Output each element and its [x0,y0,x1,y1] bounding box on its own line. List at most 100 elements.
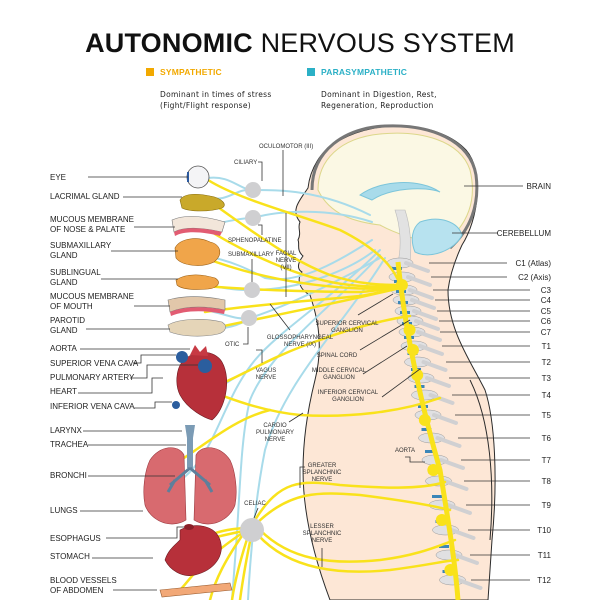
right-label-vertebra-t4: T4 [452,391,552,400]
right-label-vertebra-c7: C7 [440,328,552,337]
organ-label-text-line: LACRIMAL GLAND [50,192,120,201]
nerve-label-text-line: NERVE [265,437,286,443]
right-label-brain: BRAIN [464,182,551,191]
organ-label-text-line: GLAND [50,278,78,287]
leader-line [256,349,263,363]
right-label-vertebra-t12: T12 [471,576,552,585]
right-label-vertebra-c2: C2 (Axis) [431,273,551,282]
organ-label-text: BRONCHI [50,471,87,480]
chain-ganglion [427,464,440,476]
organ-label-text-line: STOMACH [50,552,90,561]
right-label-vertebra-c4: C4 [435,296,552,305]
eye-organ [186,165,210,189]
leader-line [269,303,291,331]
right-label-vertebra-t11: T11 [470,551,552,560]
spinous-process [435,436,462,448]
leader-line [134,401,172,409]
spinous-process [425,376,451,388]
organ-label-text-line: LARYNX [50,426,83,435]
leader-line [130,364,198,379]
nerve-label-text-line: NERVE (IX) [284,342,316,348]
right-label-vertebra-t3: T3 [449,374,552,383]
organ-label-text-line: SUBMAXILLARY [50,241,112,250]
organ-label-text-line: OF MOUTH [50,302,93,311]
spinous-process [421,360,448,372]
organ-label-text: ESOPHAGUS [50,534,101,543]
leader-line [253,507,259,519]
right-label-vertebra-c5: C5 [437,307,552,316]
legend-sympathetic-name: SYMPATHETIC [160,67,222,77]
chain-ganglion [418,414,431,426]
chain-ganglion [444,564,457,576]
organ-label-lacrimal: LACRIMAL GLAND [50,192,182,201]
right-label-vertebra-t8: T8 [464,477,552,486]
title-light: NERVOUS SYSTEM [260,28,515,58]
nerve-label-aorta: AORTA [395,448,425,463]
right-label-text: T6 [542,434,552,443]
organ-label-text: TRACHEA [50,440,89,449]
organ-label-text-line: EYE [50,173,66,182]
nerve-label-text-line: SPINAL CORD [317,353,358,359]
organ-label-text-line: OF NOSE & PALATE [50,225,125,234]
nerve-label-oculomotor: OCULOMOTOR (III) [259,144,313,196]
leader-line [133,354,176,364]
heart-organ [172,345,228,421]
right-label-text: T11 [538,551,552,560]
organ-label-stomach: STOMACH [50,552,153,561]
organ-label-bronchi: BRONCHI [50,471,175,480]
organ-label-pa: PULMONARY ARTERY [50,364,198,382]
ganglion-celiac [240,518,264,542]
spinous-process [416,330,442,342]
right-label-text: T9 [542,501,552,510]
right-label-vertebra-t10: T10 [468,526,552,535]
spinous-process [412,309,438,321]
organ-label-text-line: GLAND [50,251,78,260]
legend-parasympathetic-name: PARASYMPATHETIC [321,67,408,77]
intervertebral-disc [432,495,442,498]
nerve-label-sphenopalatine: SPHENOPALATINE [228,224,281,244]
nerve-label-text: SUBMAXILLARY [228,252,274,258]
abdominal-vessel-organ [159,582,233,598]
organ-label-larynx: LARYNX [50,426,182,435]
organ-label-trachea: TRACHEA [50,440,186,449]
right-label-text: T8 [542,477,552,486]
nerve-label-text-line: NERVE [256,375,277,381]
ganglion-sphenopalatine [245,210,261,226]
chain-ganglion [403,324,416,336]
spinous-process [439,458,465,470]
right-label-vertebra-c6: C6 [439,317,552,326]
organ-label-text: LUNGS [50,506,78,515]
spinous-process [404,261,430,273]
right-label-text: C6 [541,317,552,326]
right-label-vertebra-t7: T7 [461,456,552,465]
right-label-text: T2 [542,358,552,367]
leader-line [299,466,305,488]
right-label-cerebellum: CEREBELLUM [452,229,551,238]
nerve-label-text-line: (VII) [280,265,291,271]
organ-label-text: STOMACH [50,552,90,561]
nerve-label-text-line: GREATER [308,463,337,469]
right-label-text: C4 [541,296,552,305]
right-label-text: C2 (Axis) [518,273,551,282]
right-label-text: T7 [542,456,552,465]
organ-label-text: LARYNX [50,426,83,435]
leader-line [258,161,263,181]
